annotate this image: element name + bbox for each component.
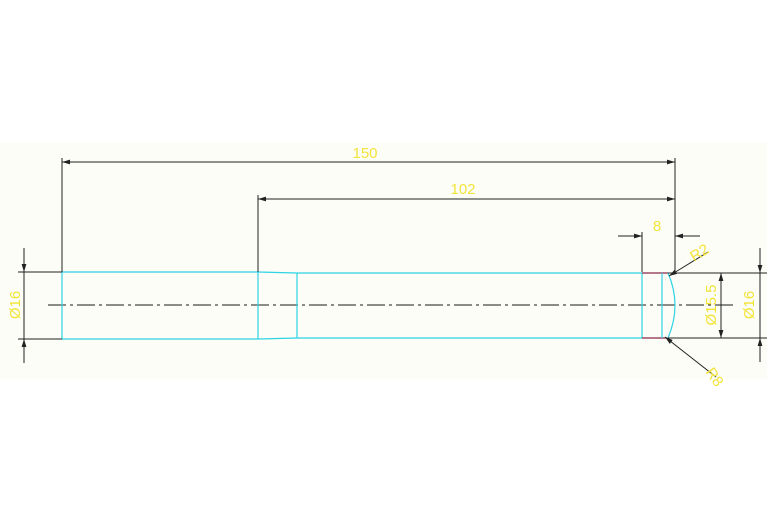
end-radius-arc (667, 272, 676, 339)
taper-top-edge (257, 271, 298, 274)
end-length-label: 8 (653, 218, 661, 235)
groove-diameter-label: Ø15.5 (703, 285, 720, 326)
taper-bottom-edge (257, 337, 298, 340)
shaft-outline (61, 271, 676, 340)
fillet-radius-leader (668, 251, 709, 277)
overall-length-label: 150 (352, 145, 377, 162)
section-length-label: 102 (450, 181, 475, 198)
left-diameter-label: Ø16 (7, 291, 24, 319)
extension-lines (18, 158, 767, 340)
outer-radius-leader (664, 336, 717, 378)
right-diameter-label: Ø16 (741, 291, 758, 319)
canvas-background (0, 143, 767, 379)
